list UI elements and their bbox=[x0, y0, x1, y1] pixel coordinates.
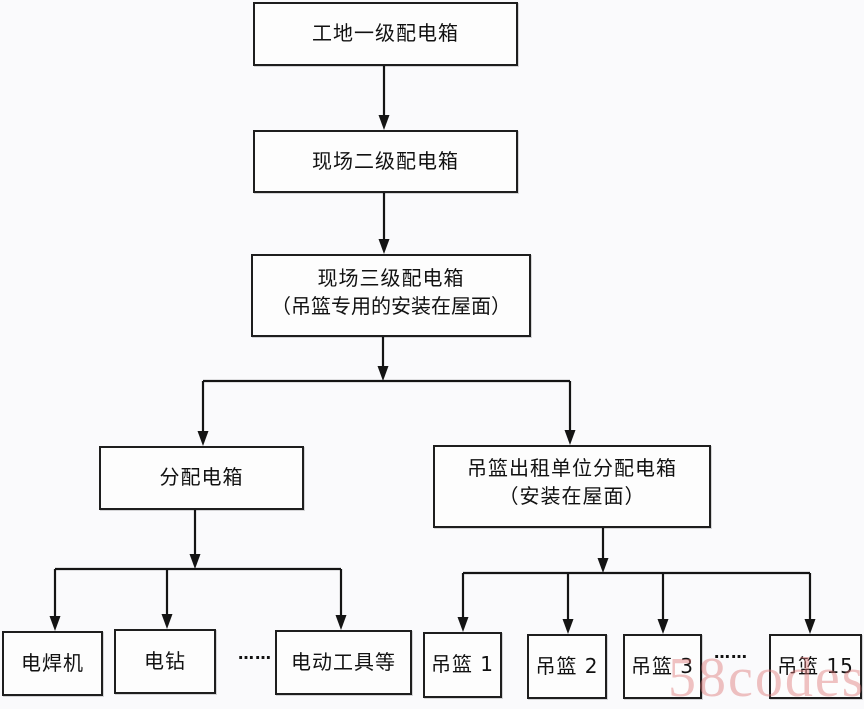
node-label: 分配电箱 bbox=[159, 465, 244, 490]
edge-to-drill-arrowhead-icon bbox=[161, 614, 173, 629]
node-basket-15: 吊篮 15 bbox=[769, 634, 862, 699]
node-label: 现场二级配电箱 bbox=[312, 148, 459, 173]
node-label: 吊篮 3 bbox=[630, 653, 695, 678]
node-label-line-1: 吊篮出租单位分配电箱 bbox=[467, 455, 677, 480]
ellipsis-more-tools: …… bbox=[238, 644, 272, 663]
edge-sub-distribution-to-bus-arrowhead-icon bbox=[189, 554, 201, 569]
node-power-tools: 电动工具等 bbox=[275, 630, 412, 695]
node-label: 电钻 bbox=[144, 648, 186, 673]
node-label: 吊篮 2 bbox=[535, 653, 599, 678]
node-label: 吊篮 1 bbox=[430, 652, 495, 677]
node-label: 电焊机 bbox=[21, 650, 84, 675]
node-label-line-1: 现场三级配电箱 bbox=[317, 265, 465, 290]
node-label-line-2: （安装在屋面） bbox=[498, 483, 646, 508]
edge-to-power-tools-arrowhead-icon bbox=[335, 615, 347, 630]
node-basket-3: 吊篮 3 bbox=[623, 634, 702, 699]
edge-bus-to-rental-distribution-arrowhead-icon bbox=[564, 430, 576, 445]
edge-to-welder-arrowhead-icon bbox=[49, 616, 61, 631]
edge-to-basket-15-arrowhead-icon bbox=[804, 619, 816, 634]
edge-rental-distribution-to-bus-arrowhead-icon bbox=[597, 558, 609, 573]
edge-level1-to-level2-arrowhead-icon bbox=[378, 115, 390, 130]
edge-to-basket-3-arrowhead-icon bbox=[657, 619, 669, 634]
node-basket-2: 吊篮 2 bbox=[527, 634, 607, 699]
node-sub-distribution-box: 分配电箱 bbox=[99, 446, 304, 510]
node-basket-1: 吊篮 1 bbox=[423, 632, 502, 698]
edge-level2-to-level3-arrowhead-icon bbox=[378, 239, 390, 254]
edge-to-basket-2-arrowhead-icon bbox=[562, 619, 574, 634]
node-level2-distribution-box: 现场二级配电箱 bbox=[253, 130, 518, 193]
node-drill: 电钻 bbox=[114, 629, 216, 694]
edge-to-basket-1-arrowhead-icon bbox=[457, 617, 469, 632]
edge-level3-to-bus-arrowhead-icon bbox=[377, 366, 389, 381]
edge-bus-to-sub-distribution-arrowhead-icon bbox=[197, 431, 209, 446]
node-label: 工地一级配电箱 bbox=[312, 21, 459, 46]
node-level1-distribution-box: 工地一级配电箱 bbox=[253, 2, 518, 66]
node-welder: 电焊机 bbox=[2, 631, 103, 696]
ellipsis-more-baskets: …… bbox=[714, 643, 748, 662]
node-label: 吊篮 15 bbox=[777, 653, 854, 678]
node-label-line-2: （吊篮专用的安装在屋面） bbox=[271, 293, 511, 318]
node-label: 电动工具等 bbox=[291, 649, 396, 674]
node-level3-distribution-box: 现场三级配电箱 （吊篮专用的安装在屋面） bbox=[251, 254, 531, 337]
node-rental-distribution-box: 吊篮出租单位分配电箱 （安装在屋面） bbox=[433, 445, 711, 528]
